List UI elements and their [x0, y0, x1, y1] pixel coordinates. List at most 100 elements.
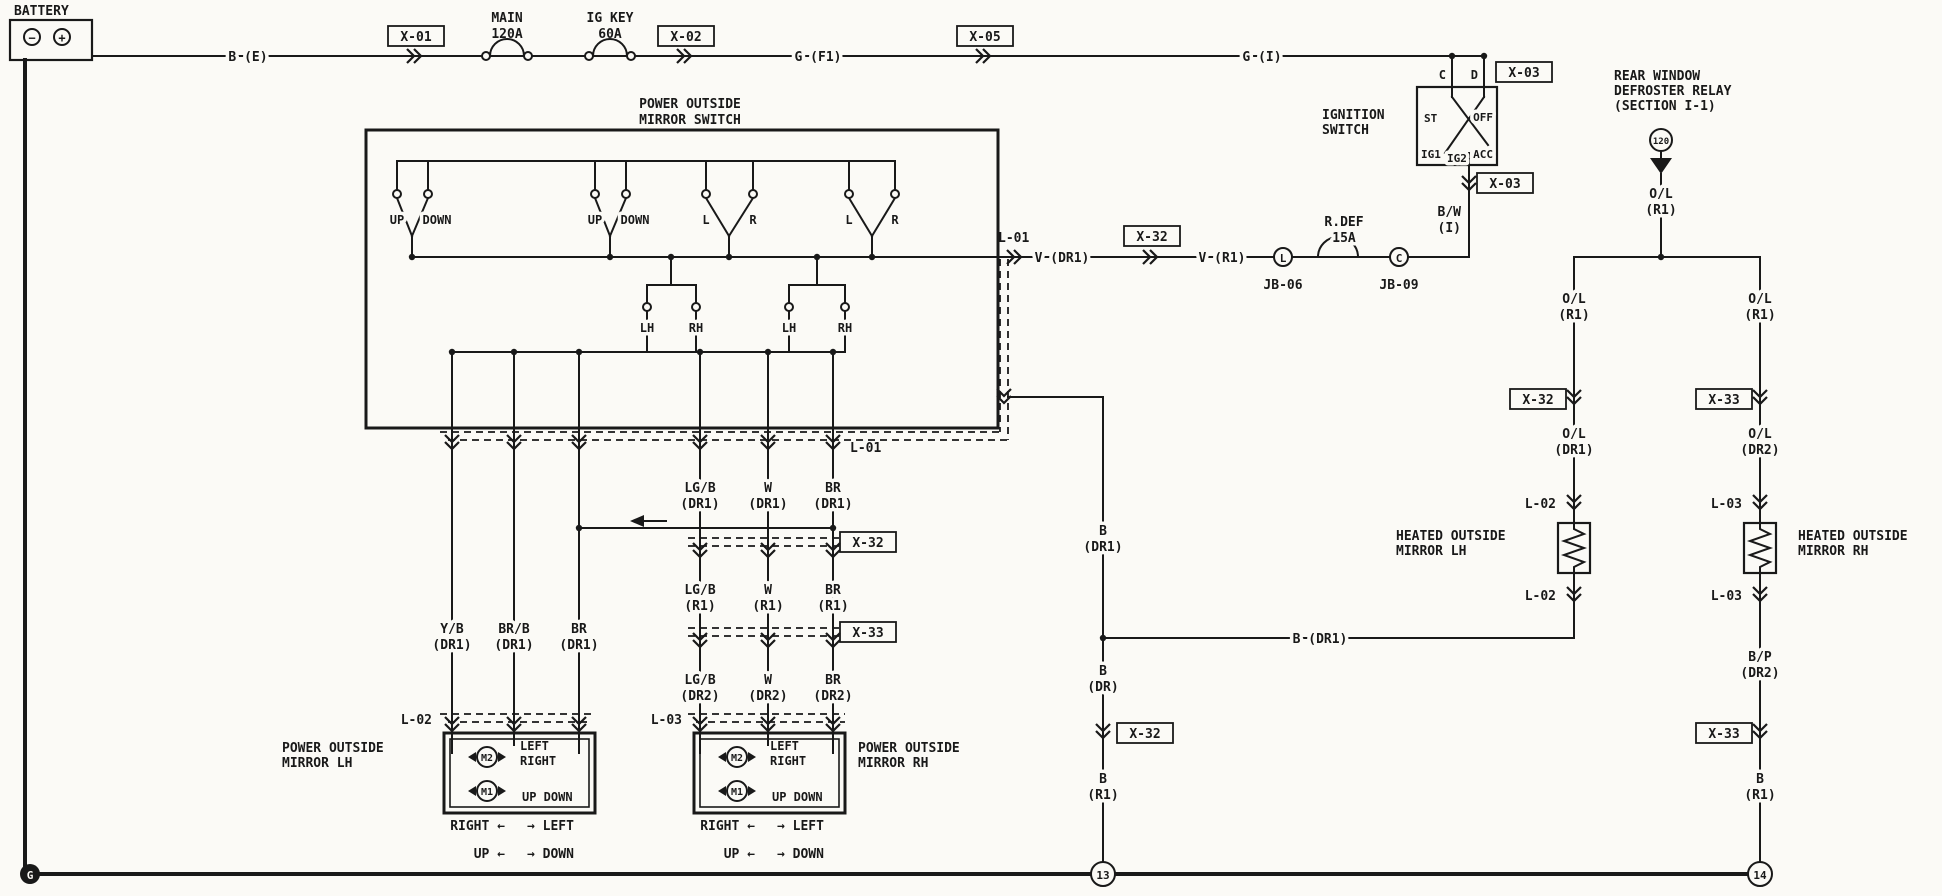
wire-label-b-e: B (E): [228, 50, 267, 65]
wire-label-w-dr1: W: [764, 481, 772, 496]
contact-label-up-1: UP: [390, 213, 404, 227]
connector-l03-bottom-label: L-03: [1711, 589, 1742, 604]
wire-label-ol-dr1: O/L: [1562, 427, 1586, 442]
ground-node-13-label: 13: [1096, 869, 1109, 882]
contact-label-l-2: L: [845, 213, 852, 227]
contact-label-down-1: DOWN: [423, 213, 452, 227]
battery-label: BATTERY: [14, 4, 69, 19]
connector-x32-heated-label: X-32: [1522, 393, 1553, 408]
connector-x01-label: X-01: [400, 30, 431, 45]
connector-x33-bottom-label: X-33: [1708, 727, 1739, 742]
legend-lh-left: → LEFT: [527, 819, 574, 834]
wire-label-v-dr1: V (DR1): [1035, 251, 1090, 266]
wire-label-w-dr2-ref: (DR2): [748, 689, 787, 704]
heated-mirror-rh-name-2: MIRROR RH: [1798, 544, 1868, 559]
fuse-main-name: MAIN: [491, 11, 522, 26]
ignition-pos-ig1: IG1: [1421, 148, 1441, 161]
wire-label-br-r1-ref: (R1): [817, 599, 848, 614]
mirror-rh-box: [692, 731, 847, 815]
wire-label-b-r1-right: B: [1756, 772, 1764, 787]
mirror-lh-box: [442, 731, 597, 815]
ground-node-14-label: 14: [1753, 869, 1767, 882]
mirror-rh-right-label: RIGHT: [770, 754, 806, 768]
wire-label-lgb-dr1: LG/B: [684, 481, 715, 496]
wire-label-w-dr2: W: [764, 673, 772, 688]
junction-block-jb09: JB-09: [1379, 278, 1418, 293]
wire-label-br2-dr1-ref: (DR1): [559, 638, 598, 653]
ignition-switch-name-1: IGNITION: [1322, 108, 1385, 123]
mirror-rh-left-label: LEFT: [770, 739, 799, 753]
wire-label-ol-dr2-ref: (DR2): [1740, 443, 1779, 458]
junction-block-terminal-c: [1389, 247, 1409, 267]
ignition-pos-off: OFF: [1473, 111, 1493, 124]
mirror-switch-box: [364, 128, 1000, 430]
fuse-igkey-rating: 60A: [598, 27, 622, 42]
wire-label-ol-relay: O/L: [1649, 187, 1673, 202]
wire-label-br-dr1-ref: (DR1): [813, 497, 852, 512]
wire-label-yb-dr1: Y/B: [440, 622, 464, 637]
wire-label-ol-r1-rh-ref: (R1): [1744, 308, 1775, 323]
wire-label-ol-r1-rh: O/L: [1748, 292, 1772, 307]
fuse-rdef-name: R.DEF: [1324, 215, 1363, 230]
connector-l02-top-label: L-02: [1525, 497, 1556, 512]
relay-name-3: (SECTION I-1): [1614, 99, 1716, 114]
ignition-pos-ig2: IG2: [1447, 152, 1467, 165]
ground-node-13-circle: [1090, 861, 1116, 887]
ground-bus: [23, 58, 1764, 876]
wire-label-br-dr1: BR: [825, 481, 841, 496]
mirror-switch-title-2: MIRROR SWITCH: [639, 113, 741, 128]
wire-label-bp-dr2-ref: (DR2): [1740, 666, 1779, 681]
legend-rh-down: → DOWN: [777, 847, 824, 862]
heated-mirror-lh-name-1: HEATED OUTSIDE: [1396, 529, 1506, 544]
battery-plus-terminal: [53, 28, 71, 46]
wire-label-bw-ref: (I): [1438, 221, 1461, 236]
wire-label-lgb-dr1-ref: (DR1): [680, 497, 719, 512]
contact-label-up-2: UP: [588, 213, 602, 227]
ignition-switch-box: [1415, 85, 1499, 167]
contact-label-l-1: L: [702, 213, 709, 227]
legend-rh-right: RIGHT ←: [700, 819, 755, 834]
ground-symbol-label: G: [27, 869, 34, 882]
wire-label-ol-dr1-ref: (DR1): [1554, 443, 1593, 458]
wire-label-br-r1: BR: [825, 583, 841, 598]
connector-x32-mid-label: X-32: [1129, 727, 1160, 742]
mirror-rh-box-inner: [699, 738, 840, 808]
wire-label-lgb-r1-ref: (R1): [684, 599, 715, 614]
wire-label-ol-r1-lh-ref: (R1): [1558, 308, 1589, 323]
mirror-lh-box-inner: [449, 738, 590, 808]
ground-point-icon: [20, 864, 40, 884]
selector-label-lh-1: LH: [640, 321, 654, 335]
wire-label-ol-r1-lh: O/L: [1562, 292, 1586, 307]
connector-x33-row-label: X-33: [852, 626, 883, 641]
motor-symbols: [468, 746, 756, 802]
wire-label-b-r1-mid: B: [1099, 772, 1107, 787]
legend-rh-left: → LEFT: [777, 819, 824, 834]
wire-label-yb-dr1-ref: (DR1): [432, 638, 471, 653]
wire-label-w-r1-ref: (R1): [752, 599, 783, 614]
battery-symbol: [8, 18, 94, 62]
wire-label-ol-relay-ref: (R1): [1645, 203, 1676, 218]
relay-name-1: REAR WINDOW: [1614, 69, 1700, 84]
wire-label-b-dr-ref: (DR): [1087, 680, 1118, 695]
battery-plus-sign: +: [58, 31, 65, 45]
wire-label-lgb-r1: LG/B: [684, 583, 715, 598]
mirror-switch-title-1: POWER OUTSIDE: [639, 97, 741, 112]
legend-lh-right: RIGHT ←: [450, 819, 505, 834]
wire-label-ol-dr2: O/L: [1748, 427, 1772, 442]
legend-rh-up: UP ←: [724, 847, 755, 862]
wire-label-lgb-dr2-ref: (DR2): [680, 689, 719, 704]
ignition-terminal-c: C: [1439, 68, 1446, 82]
connector-x32-vline-label: X-32: [1136, 230, 1167, 245]
connector-l03-top-label: L-03: [1711, 497, 1742, 512]
motor-m2-lh-label: M2: [481, 753, 493, 764]
wire-label-bw: B/W: [1438, 205, 1462, 220]
fuse-rdef-rating: 15A: [1332, 231, 1356, 246]
relay-pin-circle: [1649, 128, 1673, 152]
wire-label-br-dr2: BR: [825, 673, 841, 688]
mirror-rh-name-2: MIRROR RH: [858, 756, 928, 771]
contact-label-r-1: R: [749, 213, 757, 227]
battery-minus-sign: −: [28, 31, 35, 45]
motor-m1-lh-label: M1: [481, 787, 493, 798]
junction-block-terminal-l: [1273, 247, 1293, 267]
